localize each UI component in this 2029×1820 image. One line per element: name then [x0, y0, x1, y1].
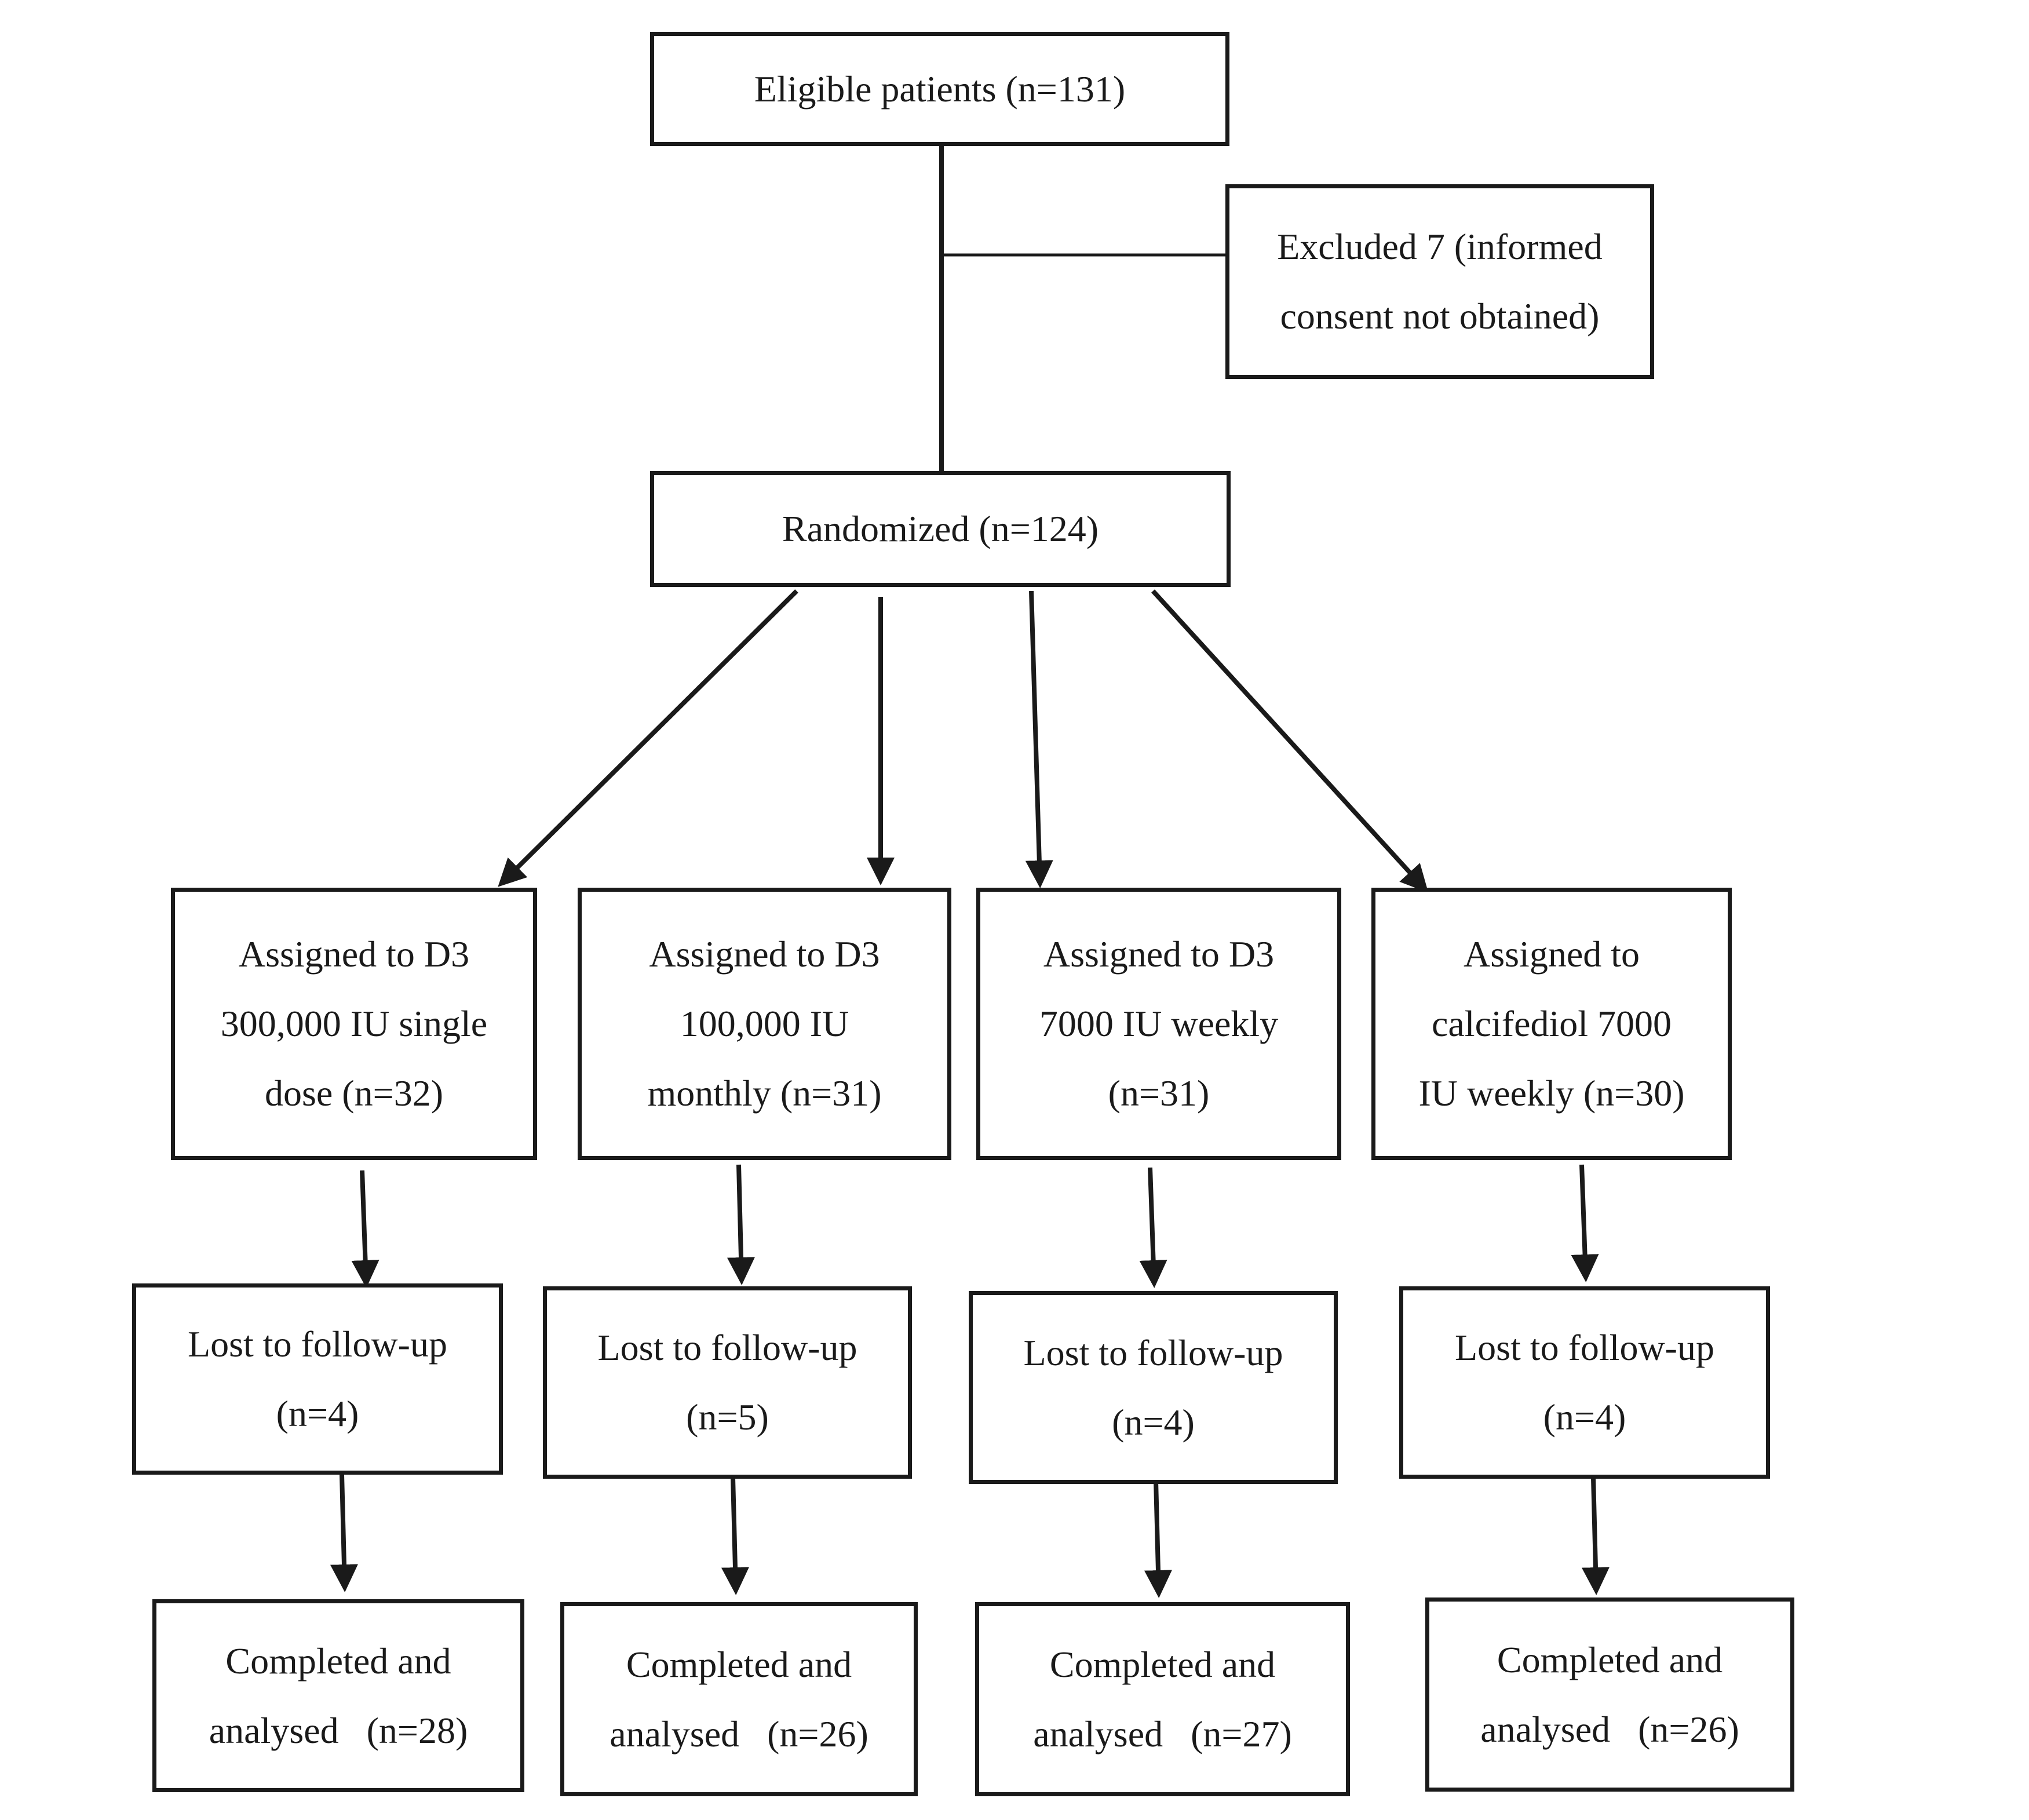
assigned-arm-3-line-2: 7000 IU weekly — [1039, 1003, 1279, 1044]
excluded-box: Excluded 7 (informed consent not obtaine… — [1225, 184, 1654, 379]
arrow-arm-2-to-lost — [727, 1164, 755, 1285]
arrow-randomized-to-arm-4 — [1151, 589, 1429, 893]
assigned-box-arm-4: Assigned to calcifediol 7000 IU weekly (… — [1371, 888, 1732, 1160]
assigned-arm-3-line-1: Assigned to D3 — [1043, 933, 1275, 975]
lost-box-arm-4: Lost to follow-up (n=4) — [1399, 1286, 1770, 1479]
assigned-arm-1-line-2: 300,000 IU single — [220, 1003, 488, 1044]
eligible-patients-text: Eligible patients (n=131) — [754, 68, 1126, 110]
arrow-arm-3-to-lost — [1139, 1167, 1167, 1288]
assigned-arm-3-line-3: (n=31) — [1108, 1073, 1210, 1114]
completed-box-arm-3: Completed and analysed (n=27) — [975, 1602, 1350, 1796]
lost-arm-4-line-2: (n=4) — [1543, 1396, 1626, 1438]
assigned-arm-4-line-1: Assigned to — [1464, 933, 1640, 975]
arrow-lost-2-to-completed — [721, 1477, 749, 1595]
randomized-text: Randomized (n=124) — [782, 508, 1099, 549]
completed-box-arm-1: Completed and analysed (n=28) — [152, 1599, 524, 1792]
lost-arm-2-line-2: (n=5) — [686, 1396, 769, 1438]
assigned-arm-2-line-1: Assigned to D3 — [649, 933, 880, 975]
eligible-patients-box: Eligible patients (n=131) — [650, 32, 1229, 146]
arrow-lost-3-to-completed — [1144, 1480, 1172, 1598]
lost-box-arm-3: Lost to follow-up (n=4) — [969, 1291, 1338, 1484]
lost-arm-2-line-1: Lost to follow-up — [597, 1327, 857, 1368]
completed-arm-4-line-2: analysed (n=26) — [1480, 1708, 1739, 1750]
lost-arm-3-line-1: Lost to follow-up — [1023, 1332, 1283, 1373]
arrow-arm-4-to-lost — [1571, 1164, 1599, 1282]
assigned-box-arm-1: Assigned to D3 300,000 IU single dose (n… — [171, 888, 537, 1160]
completed-box-arm-2: Completed and analysed (n=26) — [560, 1602, 918, 1796]
assigned-arm-1-line-1: Assigned to D3 — [238, 933, 470, 975]
assigned-box-arm-2: Assigned to D3 100,000 IU monthly (n=31) — [578, 888, 951, 1160]
assigned-box-arm-3: Assigned to D3 7000 IU weekly (n=31) — [976, 888, 1341, 1160]
excluded-text-line-2: consent not obtained) — [1280, 296, 1600, 337]
arrow-randomized-to-arm-1 — [498, 589, 798, 887]
arrow-lost-4-to-completed — [1581, 1477, 1610, 1595]
arrow-arm-1-to-lost — [351, 1170, 379, 1288]
assigned-arm-1-line-3: dose (n=32) — [264, 1073, 444, 1114]
completed-box-arm-4: Completed and analysed (n=26) — [1425, 1597, 1794, 1792]
lost-arm-1-line-1: Lost to follow-up — [188, 1323, 447, 1365]
completed-arm-1-line-2: analysed (n=28) — [209, 1709, 468, 1751]
assigned-arm-2-line-3: monthly (n=31) — [647, 1073, 882, 1114]
lost-box-arm-1: Lost to follow-up (n=4) — [132, 1283, 503, 1475]
completed-arm-3-line-2: analysed (n=27) — [1033, 1713, 1292, 1755]
arrow-randomized-to-arm-3 — [1025, 590, 1053, 888]
lost-box-arm-2: Lost to follow-up (n=5) — [543, 1286, 912, 1479]
completed-arm-2-line-1: Completed and — [626, 1643, 852, 1685]
lost-arm-1-line-2: (n=4) — [276, 1393, 359, 1434]
assigned-arm-4-line-3: IU weekly (n=30) — [1418, 1073, 1685, 1114]
assigned-arm-2-line-2: 100,000 IU — [680, 1003, 849, 1044]
completed-arm-1-line-1: Completed and — [225, 1640, 451, 1682]
arrow-lost-1-to-completed — [330, 1474, 358, 1592]
randomized-box: Randomized (n=124) — [650, 471, 1231, 587]
lost-arm-4-line-1: Lost to follow-up — [1455, 1327, 1714, 1368]
lost-arm-3-line-2: (n=4) — [1112, 1401, 1195, 1443]
completed-arm-4-line-1: Completed and — [1497, 1639, 1723, 1680]
excluded-text-line-1: Excluded 7 (informed — [1277, 226, 1603, 267]
completed-arm-3-line-1: Completed and — [1049, 1643, 1276, 1685]
assigned-arm-4-line-2: calcifediol 7000 — [1431, 1003, 1672, 1044]
completed-arm-2-line-2: analysed (n=26) — [610, 1713, 868, 1755]
